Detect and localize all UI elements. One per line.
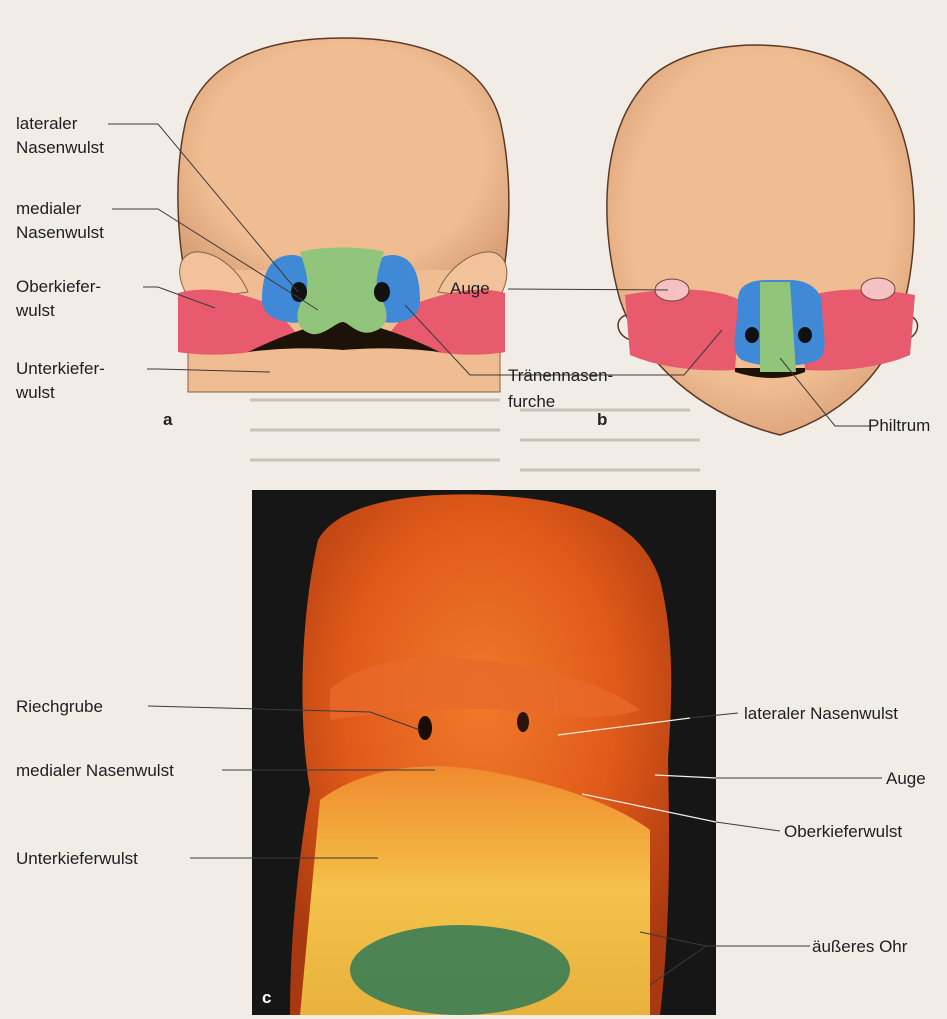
embryo-face-b [607,45,918,435]
label-a-lateral-line2: Nasenwulst [16,137,104,158]
label-c-olfactory-pit: Riechgrube [16,696,103,717]
embryo-photo-c [252,490,716,1015]
label-a-medial-line1: medialer [16,198,81,219]
label-a-lateral-line1: lateraler [16,113,77,134]
label-c-lateral-nasal: lateraler Nasenwulst [744,703,898,724]
label-c-mandibular: Unterkieferwulst [16,848,138,869]
label-c-eye: Auge [886,768,926,789]
label-b-philtrum: Philtrum [868,415,930,436]
label-a-maxillary-line1: Oberkiefer- [16,276,101,297]
label-b-eye: Auge [450,278,490,299]
panel-label-c: c [262,988,271,1008]
label-a-medial-line2: Nasenwulst [16,222,104,243]
label-c-medial-nasal: medialer Nasenwulst [16,760,174,781]
label-a-mandibular-line1: Unterkiefer- [16,358,105,379]
panel-label-b: b [597,410,607,430]
embryo-face-a [178,38,509,392]
label-c-maxillary: Oberkieferwulst [784,821,902,842]
label-a-mandibular-line2: wulst [16,382,55,403]
panel-label-a: a [163,410,172,430]
label-a-maxillary-line2: wulst [16,300,55,321]
label-c-outer-ear: äußeres Ohr [812,936,907,957]
label-b-groove-line1: Tränennasen- [508,365,613,386]
label-b-groove-line2: furche [508,391,555,412]
